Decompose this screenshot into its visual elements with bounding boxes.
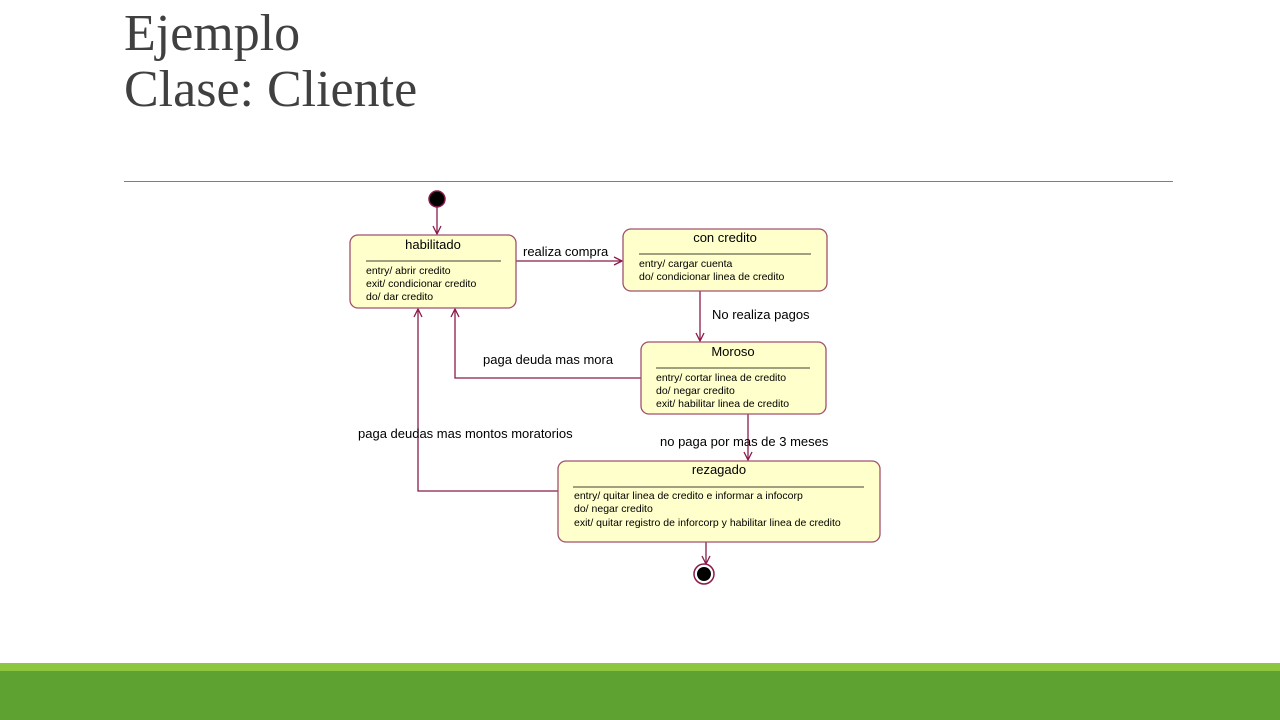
activity: do/ dar credito xyxy=(366,291,433,303)
label-no-paga-3-meses: no paga por mas de 3 meses xyxy=(660,434,829,449)
final-state xyxy=(697,567,711,581)
transition-paga-deudas-moratorios xyxy=(418,309,558,492)
activity: entry/ abrir credito xyxy=(366,265,451,277)
state-diagram: realiza compra No realiza pagos paga deu… xyxy=(349,190,881,585)
slide-title-line-1: Ejemplo xyxy=(124,5,301,62)
slide-title: Ejemplo Clase: Cliente xyxy=(124,6,417,118)
label-paga-deuda-mas-mora: paga deuda mas mora xyxy=(483,352,614,367)
activity: entry/ quitar linea de credito e informa… xyxy=(574,490,803,502)
state-name: con credito xyxy=(693,230,757,245)
label-paga-deudas-moratorios: paga deudas mas montos moratorios xyxy=(358,426,573,441)
state-habilitado: habilitado entry/ abrir credito exit/ co… xyxy=(349,234,517,309)
state-rezagado: rezagado entry/ quitar linea de credito … xyxy=(557,460,881,543)
slide-title-line-2: Clase: Cliente xyxy=(124,61,418,118)
footer-band-highlight xyxy=(0,663,1280,671)
initial-state xyxy=(428,190,446,208)
state-moroso: Moroso entry/ cortar linea de credito do… xyxy=(640,341,827,415)
activity: exit/ condicionar credito xyxy=(366,278,476,290)
activity: do/ negar credito xyxy=(656,385,735,397)
state-name: habilitado xyxy=(405,237,461,252)
label-realiza-compra: realiza compra xyxy=(523,244,609,259)
activity: entry/ cargar cuenta xyxy=(639,258,733,270)
footer-band xyxy=(0,671,1280,720)
activity: do/ negar credito xyxy=(574,503,653,515)
state-name: Moroso xyxy=(711,344,754,359)
label-no-realiza-pagos: No realiza pagos xyxy=(712,307,810,322)
activity: do/ condicionar linea de credito xyxy=(639,271,785,283)
activity: exit/ habilitar linea de credito xyxy=(656,398,789,410)
state-con-credito: con credito entry/ cargar cuenta do/ con… xyxy=(622,228,828,292)
title-divider xyxy=(124,181,1173,182)
state-name: rezagado xyxy=(692,462,746,477)
activity: entry/ cortar linea de credito xyxy=(656,372,786,384)
transition-paga-deuda-mas-mora xyxy=(455,309,641,379)
activity: exit/ quitar registro de inforcorp y hab… xyxy=(574,517,841,529)
